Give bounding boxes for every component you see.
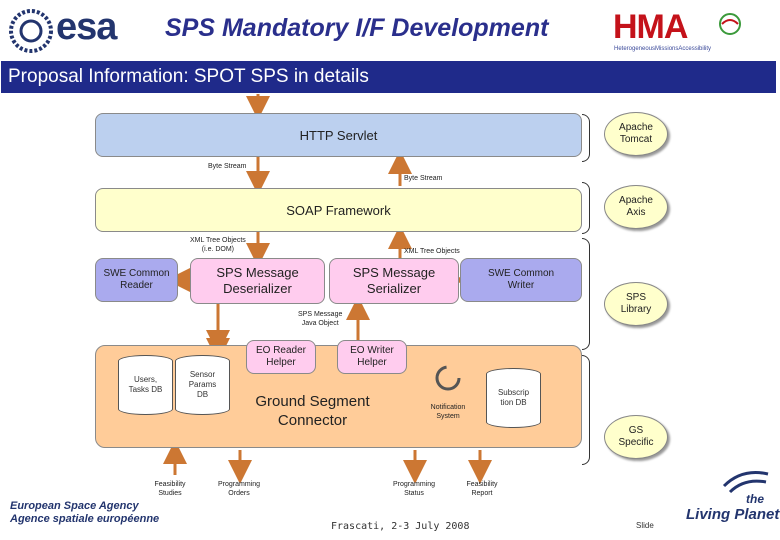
hma-logo-subtitle: HeterogeneousMissionsAccessibility <box>614 46 712 52</box>
swe-common-writer-box: SWE Common Writer <box>460 258 582 302</box>
eo-writer-helper-label: EO Writer Helper <box>350 345 394 368</box>
ground-segment-line1: Ground Segment <box>255 393 370 410</box>
swe-common-writer-label: SWE Common Writer <box>487 268 555 291</box>
xml-tree-left: XML Tree Objects (i.e. DOM) <box>190 236 246 254</box>
users-tasks-db: Users, Tasks DB <box>118 355 173 415</box>
byte-stream-left: Byte Stream <box>208 163 247 170</box>
sps-serializer-box: SPS Message Serializer <box>329 258 459 304</box>
feasibility-report-label: Feasibility Report <box>466 481 498 497</box>
sps-deserializer-label: SPS Message Deserializer <box>216 265 299 296</box>
title-banner <box>1 61 776 93</box>
notification-icon <box>433 363 463 393</box>
agency-name-fr: Agence spatiale européenne <box>10 513 160 525</box>
hma-globe-icon <box>718 12 742 36</box>
eo-writer-helper-box: EO Writer Helper <box>337 340 407 374</box>
ground-segment-line2: Connector <box>277 412 348 429</box>
sensor-params-db-label: Sensor Params DB <box>188 370 217 399</box>
http-servlet-label: HTTP Servlet <box>299 127 378 143</box>
users-tasks-db-label: Users, Tasks DB <box>128 375 163 394</box>
brace-library <box>582 238 590 350</box>
soap-framework-box: SOAP Framework <box>95 188 582 232</box>
esa-logo-text: esa <box>56 6 117 48</box>
esa-logo <box>8 8 54 54</box>
sps-library-oval: SPS Library <box>604 282 668 326</box>
eo-reader-helper-box: EO Reader Helper <box>246 340 316 374</box>
swe-common-reader-label: SWE Common Reader <box>103 268 170 291</box>
gs-specific-label: GS Specific <box>618 425 654 448</box>
sps-serializer-label: SPS Message Serializer <box>352 265 436 296</box>
gs-specific-oval: GS Specific <box>604 415 668 459</box>
xml-tree-right: XML Tree Objects <box>404 248 460 255</box>
sps-java-object-label: SPS Message Java Object <box>298 310 342 328</box>
living-planet-text: Living Planet <box>686 506 780 523</box>
ground-segment-label: Ground Segment Connector <box>245 392 380 430</box>
apache-tomcat-label: Apache Tomcat <box>619 122 653 145</box>
sps-library-label: SPS Library <box>620 292 652 315</box>
http-servlet-box: HTTP Servlet <box>95 113 582 157</box>
xml-tree-left-line1: XML Tree Objects <box>190 237 246 244</box>
agency-name: European Space Agency Agence spatiale eu… <box>10 500 159 526</box>
subscription-db: Subscrip tion DB <box>486 368 541 428</box>
java-object-line2: Java Object <box>301 320 339 327</box>
living-planet-logo: the Living Planet <box>686 468 779 528</box>
slide-title: Proposal Information: SPOT SPS in detail… <box>8 66 369 87</box>
programming-status-label: Programming Status <box>392 481 435 497</box>
brace-axis <box>582 182 590 234</box>
feasibility-studies-label: Feasibility Studies <box>154 481 186 497</box>
apache-tomcat-oval: Apache Tomcat <box>604 112 668 156</box>
java-object-line1: SPS Message <box>298 311 343 318</box>
slide-number-label: Slide <box>636 521 654 530</box>
apache-axis-oval: Apache Axis <box>604 185 668 229</box>
eo-reader-helper-label: EO Reader Helper <box>255 345 307 368</box>
header-title: SPS Mandatory I/F Development <box>165 14 549 42</box>
hma-logo-text: HMA <box>613 8 688 46</box>
byte-stream-right: Byte Stream <box>404 175 443 182</box>
location-date: Frascati, 2-3 July 2008 <box>331 521 470 532</box>
xml-tree-left-line2: (i.e. DOM) <box>201 246 235 253</box>
programming-orders-label: Programming Orders <box>217 481 260 497</box>
soap-framework-label: SOAP Framework <box>286 202 391 218</box>
subscription-db-label: Subscrip tion DB <box>497 388 530 407</box>
sensor-params-db: Sensor Params DB <box>175 355 230 415</box>
sps-deserializer-box: SPS Message Deserializer <box>190 258 325 304</box>
living-planet-the: the <box>746 492 764 506</box>
swe-common-reader-box: SWE Common Reader <box>95 258 178 302</box>
notification-system-label: Notification System <box>430 404 466 420</box>
brace-tomcat <box>582 114 590 162</box>
brace-gs <box>582 355 590 465</box>
apache-axis-label: Apache Axis <box>619 195 653 218</box>
agency-name-en: European Space Agency <box>10 500 139 512</box>
